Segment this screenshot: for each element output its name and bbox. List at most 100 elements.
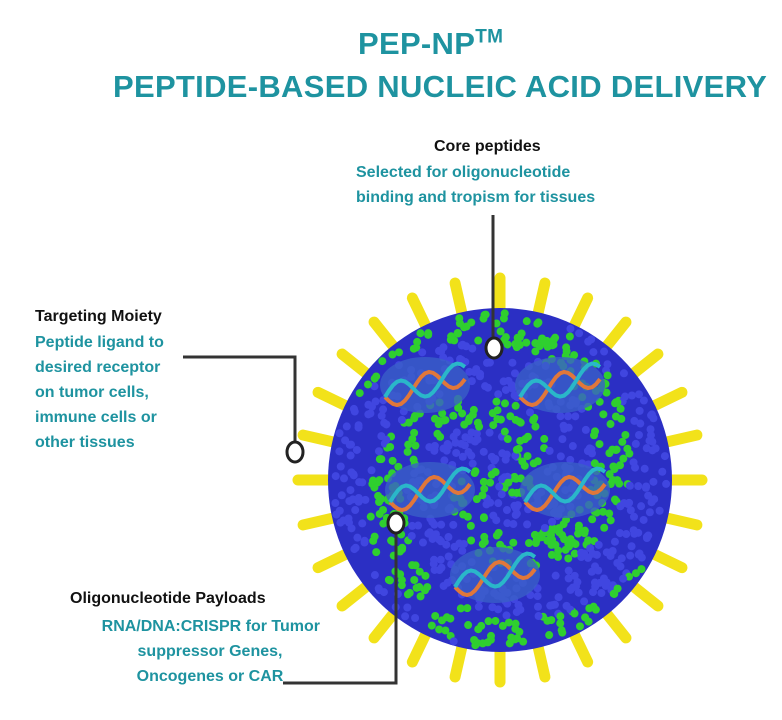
bead — [507, 381, 516, 390]
bead — [474, 336, 483, 345]
bead — [511, 510, 520, 519]
bead — [486, 478, 495, 487]
bead — [370, 571, 379, 580]
bead — [619, 369, 628, 378]
bead — [409, 344, 418, 353]
payload-description: RNA/DNA:CRISPR for Tumor suppressor Gene… — [101, 618, 320, 685]
bead — [594, 566, 603, 575]
bead — [532, 536, 541, 545]
bead — [449, 520, 458, 529]
bead — [575, 329, 584, 338]
payload-callout-marker — [386, 511, 406, 535]
bead — [626, 506, 635, 515]
bead — [496, 540, 505, 549]
bead — [566, 455, 575, 464]
targeting-heading: Targeting Moiety — [35, 308, 162, 325]
spike — [531, 277, 551, 323]
bead — [558, 435, 567, 444]
bead — [622, 530, 631, 539]
bead — [649, 477, 658, 486]
bead — [415, 583, 424, 592]
spike — [625, 348, 664, 382]
bead — [551, 333, 560, 342]
bead — [627, 542, 636, 551]
bead — [554, 552, 563, 561]
bead — [611, 446, 620, 455]
bead — [634, 482, 643, 491]
bead — [511, 401, 520, 410]
bead — [606, 420, 615, 429]
bead — [616, 562, 625, 571]
bead — [377, 455, 386, 464]
spike — [336, 348, 375, 382]
bead — [625, 481, 634, 490]
bead — [522, 338, 531, 347]
bead — [502, 506, 511, 515]
helix-strand — [388, 474, 472, 513]
spike — [449, 637, 469, 683]
bead — [504, 478, 513, 487]
bead — [347, 524, 356, 533]
bead — [589, 348, 598, 357]
bead — [581, 613, 590, 622]
bead — [467, 451, 476, 460]
bead — [500, 399, 509, 408]
bead — [468, 344, 477, 353]
bead — [425, 528, 434, 537]
bead — [594, 540, 603, 549]
helix-strand — [518, 361, 602, 399]
bead — [599, 410, 608, 419]
helix-strand — [383, 361, 467, 399]
bead — [452, 448, 461, 457]
bead — [514, 444, 523, 453]
bead — [647, 498, 656, 507]
bead — [590, 431, 599, 440]
bead — [603, 371, 612, 380]
bead — [410, 428, 419, 437]
bead — [545, 446, 554, 455]
bead — [556, 452, 565, 461]
bead — [498, 475, 507, 484]
bead — [524, 539, 533, 548]
bead — [454, 403, 463, 412]
bead — [547, 550, 556, 559]
bead — [627, 391, 636, 400]
bead — [458, 546, 467, 555]
bead — [424, 329, 433, 338]
bead — [449, 637, 458, 646]
bead — [449, 411, 458, 420]
bead — [403, 603, 412, 612]
bead — [516, 605, 525, 614]
bead — [511, 624, 520, 633]
bead — [464, 621, 473, 630]
bead — [367, 466, 376, 475]
bead — [407, 531, 416, 540]
bead — [456, 355, 465, 364]
bead — [580, 597, 589, 606]
bead — [401, 612, 410, 621]
bead — [548, 517, 557, 526]
bead — [436, 555, 445, 564]
bead — [350, 545, 359, 554]
bead — [435, 625, 444, 634]
spike — [644, 386, 688, 414]
bead — [580, 526, 589, 535]
bead — [508, 488, 517, 497]
bead — [379, 405, 388, 414]
bead — [375, 476, 384, 485]
bead — [449, 432, 458, 441]
bead — [560, 535, 569, 544]
bead — [529, 459, 538, 468]
bead — [605, 470, 614, 479]
bead — [516, 418, 525, 427]
spike — [644, 546, 688, 574]
bead — [489, 421, 498, 430]
bead — [488, 603, 497, 612]
bead — [597, 588, 606, 597]
bead — [509, 520, 518, 529]
bead — [543, 616, 552, 625]
bead — [458, 409, 467, 418]
bead — [606, 516, 615, 525]
spike — [406, 292, 434, 336]
bead — [540, 434, 549, 443]
